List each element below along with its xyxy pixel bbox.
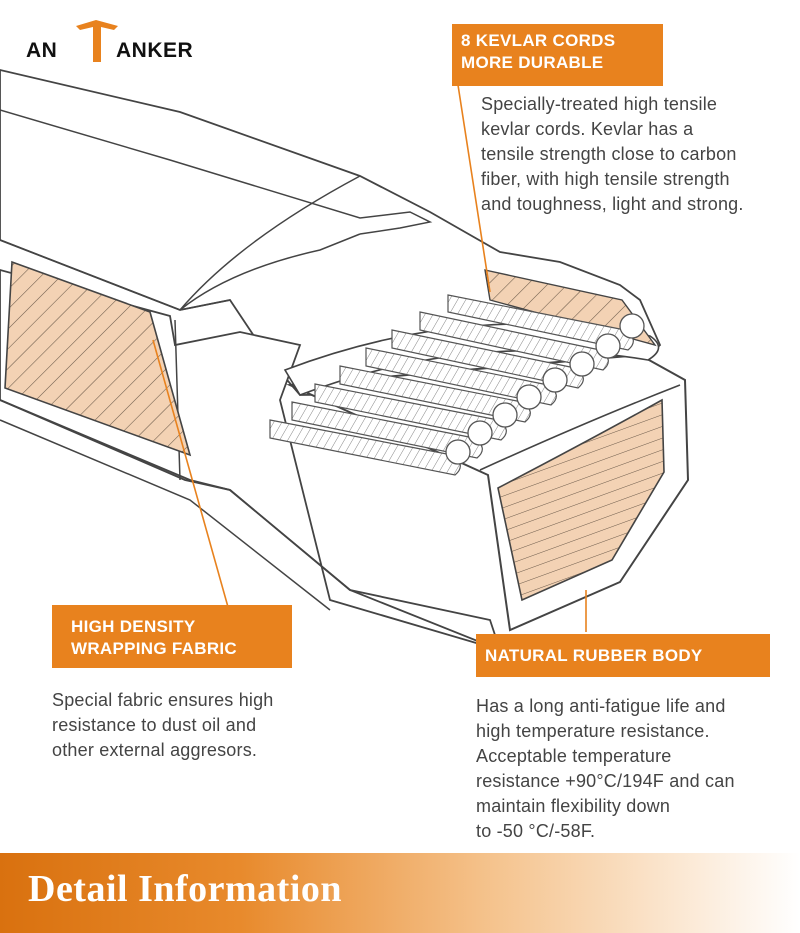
kevlar-desc-line: Specially-treated high tensile <box>481 94 718 114</box>
rubber-desc-line: resistance +90°C/194F and can <box>476 771 735 791</box>
logo-t-mark-icon <box>76 20 118 62</box>
kevlar-desc-line: and toughness, light and strong. <box>481 194 744 214</box>
logo-text-right: ANKER <box>116 39 194 62</box>
kevlar-label: 8 KEVLAR CORDS MORE DURABLE <box>452 24 663 86</box>
rubber-label: NATURAL RUBBER BODY <box>476 634 770 677</box>
rubber-desc-line: maintain flexibility down <box>476 796 671 816</box>
rubber-description: Has a long anti-fatigue life and high te… <box>476 694 794 844</box>
kevlar-desc-line: fiber, with high tensile strength <box>481 169 730 189</box>
rubber-desc-line: high temperature resistance. <box>476 721 710 741</box>
fabric-desc-line: Special fabric ensures high <box>52 690 274 710</box>
fabric-label: HIGH DENSITY WRAPPING FABRIC <box>52 605 292 668</box>
footer-title: Detail Information <box>28 868 343 910</box>
fabric-description: Special fabric ensures high resistance t… <box>52 688 352 763</box>
fabric-label-line-1: HIGH DENSITY <box>71 617 196 636</box>
rubber-body-window <box>497 398 665 602</box>
rubber-desc-line: to -50 °C/-58F. <box>476 821 596 841</box>
leader-lines <box>152 84 587 632</box>
wrapping-fabric-window <box>4 260 192 457</box>
kevlar-desc-line: tensile strength close to carbon <box>481 144 737 164</box>
kevlar-desc-line: kevlar cords. Kevlar has a <box>481 119 694 139</box>
rubber-desc-line: Has a long anti-fatigue life and <box>476 696 726 716</box>
kevlar-label-line-2: MORE DURABLE <box>461 53 604 72</box>
fabric-desc-line: resistance to dust oil and <box>52 715 257 735</box>
rubber-label-text: NATURAL RUBBER BODY <box>485 646 703 665</box>
fabric-label-line-2: WRAPPING FABRIC <box>71 639 237 658</box>
rubber-desc-line: Acceptable temperature <box>476 746 672 766</box>
footer-banner: Detail Information <box>0 853 800 933</box>
fabric-desc-line: other external aggresors. <box>52 740 258 760</box>
brand-logo: AN ANKER <box>22 14 202 64</box>
logo-text-left: AN <box>26 39 58 62</box>
kevlar-description: Specially-treated high tensile kevlar co… <box>481 92 796 217</box>
kevlar-top-fabric <box>484 269 657 347</box>
kevlar-label-line-1: 8 KEVLAR CORDS <box>461 31 616 50</box>
kevlar-cord-ends <box>445 313 645 465</box>
